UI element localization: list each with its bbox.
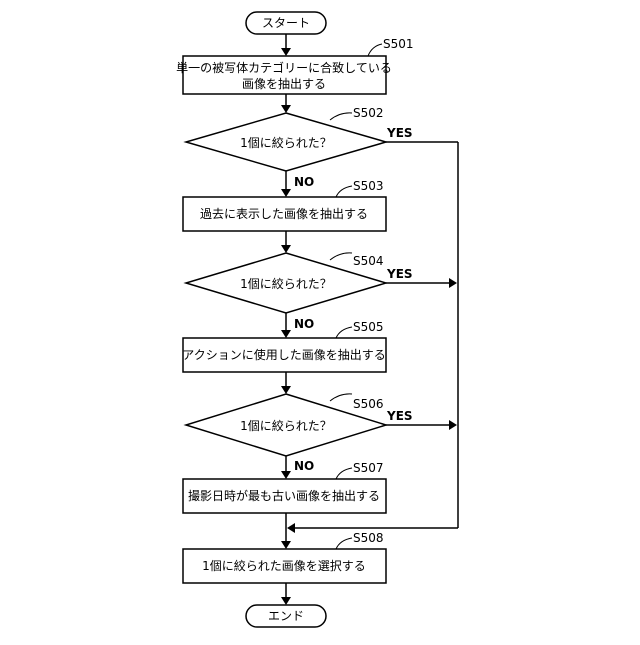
connector-s507-s508 (281, 513, 291, 549)
process-s505-text: アクションに使用した画像を抽出する (182, 347, 385, 362)
step-label-s506: S506 (353, 397, 384, 411)
step-label-s502: S502 (353, 106, 384, 120)
decision-s502: 1個に絞られた？ S502 YES NO (186, 106, 413, 189)
connector-s503-s504 (281, 231, 291, 253)
step-label-s501: S501 (383, 37, 414, 51)
process-s503-text: 過去に表示した画像を抽出する (200, 207, 368, 221)
process-s501: 単一の被写体カテゴリーに合致している 画像を抽出する S501 (176, 37, 413, 94)
connector-s504-s505 (281, 313, 291, 338)
decision-s506-text: 1個に絞られた？ (240, 418, 332, 433)
start-label: スタート (262, 16, 310, 30)
step-label-s507: S507 (353, 461, 384, 475)
process-s501-line1: 単一の被写体カテゴリーに合致している (176, 60, 392, 75)
no-label-s506: NO (294, 459, 314, 473)
step-label-s505: S505 (353, 320, 384, 334)
process-s505: アクションに使用した画像を抽出する S505 (182, 320, 386, 372)
process-s503: 過去に表示した画像を抽出する S503 (183, 179, 386, 231)
step-label-s508: S508 (353, 531, 384, 545)
process-s508-text: 1個に絞られた画像を選択する (202, 558, 366, 573)
yes-label-s502: YES (386, 126, 413, 140)
step-label-s503: S503 (353, 179, 384, 193)
yes-label-s506: YES (386, 409, 413, 423)
process-s508: 1個に絞られた画像を選択する S508 (183, 531, 386, 583)
connector-s502-s503 (281, 171, 291, 197)
step-label-s504: S504 (353, 254, 384, 268)
no-label-s504: NO (294, 317, 314, 331)
no-label-s502: NO (294, 175, 314, 189)
process-s507: 撮影日時が最も古い画像を抽出する S507 (183, 461, 386, 513)
decision-s504-text: 1個に絞られた？ (240, 276, 332, 291)
end-label: エンド (268, 609, 304, 623)
connector-s505-s506 (281, 372, 291, 394)
connector-start-s501 (281, 34, 291, 56)
yes-label-s504: YES (386, 267, 413, 281)
connector-s508-end (281, 583, 291, 605)
start-terminator: スタート (246, 12, 326, 34)
connector-s501-s502 (281, 94, 291, 113)
decision-s502-text: 1個に絞られた？ (240, 135, 332, 150)
end-terminator: エンド (246, 605, 326, 627)
process-s507-text: 撮影日時が最も古い画像を抽出する (188, 488, 380, 503)
process-s501-line2: 画像を抽出する (242, 77, 326, 91)
connector-s506-s507 (281, 456, 291, 479)
